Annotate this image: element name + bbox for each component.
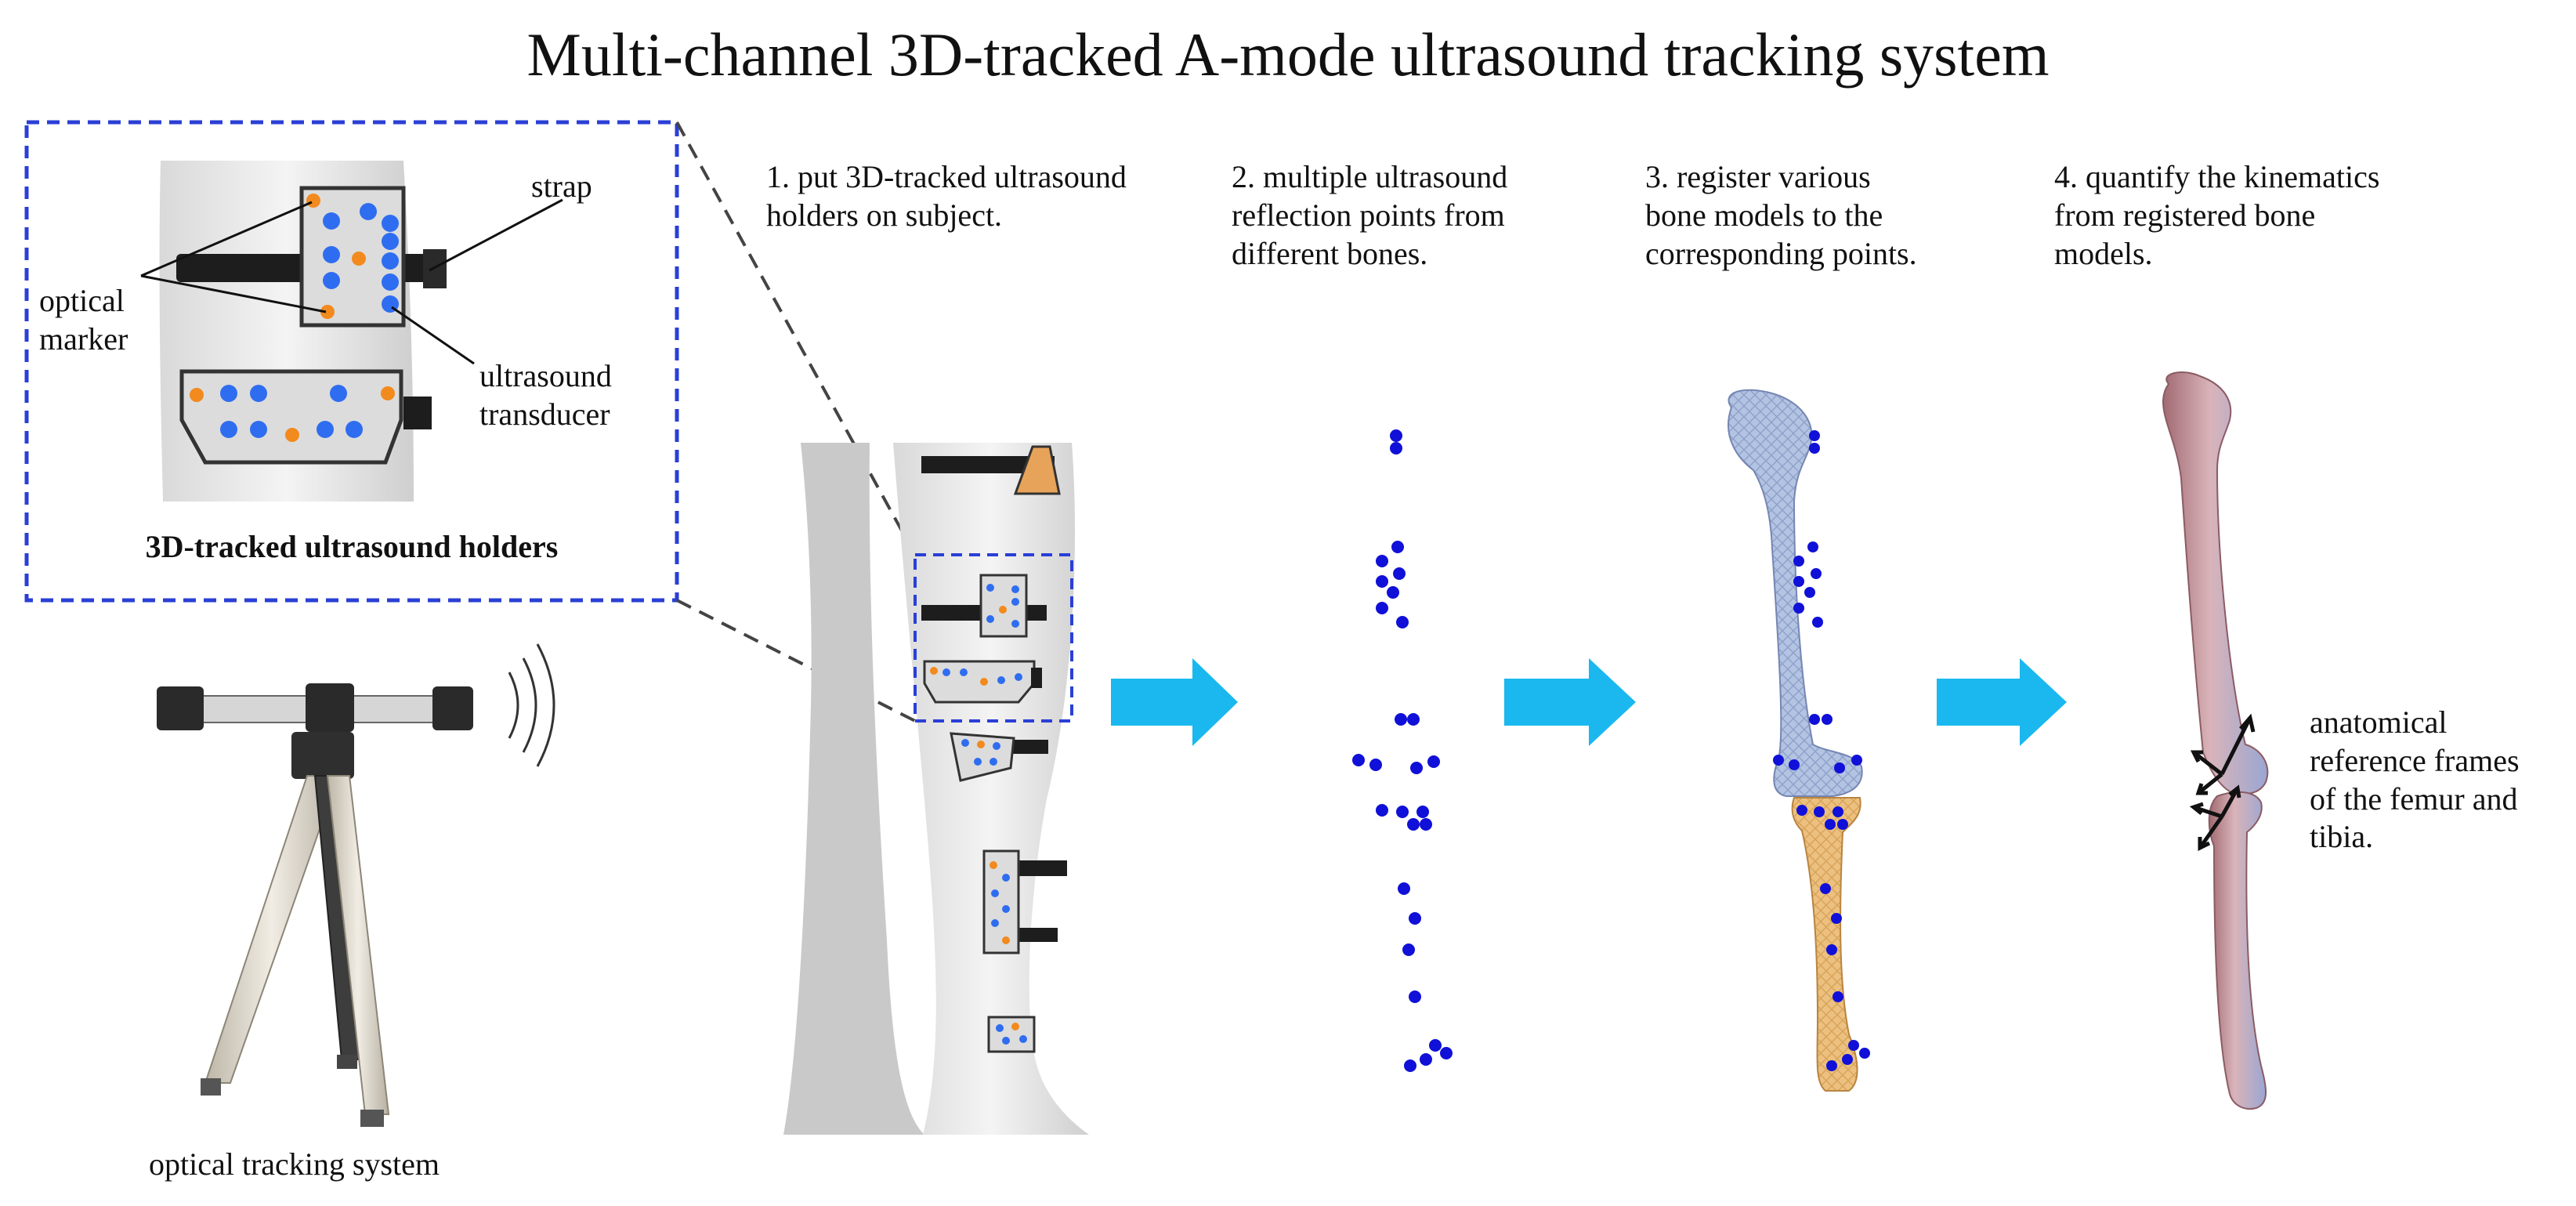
page-title: Multi-channel 3D-tracked A-mode ultrasou… — [526, 20, 2050, 89]
tibia-reference-frame — [2189, 784, 2241, 852]
label-ultrasound-transducer: ultrasound transducer — [479, 358, 612, 432]
step-2-text: 2. multiple ultrasound reflection points… — [1232, 159, 1508, 271]
registered-points — [1773, 430, 1870, 1071]
kinematics-bone-model — [2162, 371, 2269, 1110]
inset-strap-bottom — [403, 397, 432, 429]
step-4-text: 4. quantify the kinematics from register… — [2054, 159, 2380, 271]
leader-marker-1 — [140, 201, 313, 277]
label-optical-marker: optical marker — [39, 283, 128, 357]
tracker-caption: optical tracking system — [149, 1146, 440, 1182]
inset-holder-bottom — [179, 369, 403, 465]
flow-arrow-3 — [1937, 658, 2067, 746]
leg-zoom-box — [914, 553, 1073, 723]
step-3-text: 3. register various bone models to the c… — [1645, 159, 1917, 271]
reflection-points — [1352, 429, 1453, 1072]
leader-strap — [429, 198, 563, 272]
inset-holder-bottom-dots — [190, 385, 395, 442]
zoom-line-top — [675, 121, 917, 556]
zoom-line-bottom — [676, 599, 916, 723]
leg-image — [783, 443, 1089, 1135]
inset-dashed-box — [24, 120, 679, 603]
leader-transducer — [391, 306, 475, 365]
inset-holder-top-dots — [306, 194, 399, 319]
flow-arrow-2 — [1504, 658, 1636, 746]
inset-caption: 3D-tracked ultrasound holders — [145, 529, 559, 564]
label-strap: strap — [531, 168, 592, 204]
femur-reference-frame — [2190, 713, 2256, 795]
wireless-signal-icon — [508, 643, 555, 767]
step-1-text: 1. put 3D-tracked ultrasound holders on … — [766, 159, 1127, 233]
leader-marker-2 — [140, 274, 327, 313]
reference-frames-label: anatomical reference frames of the femur… — [2310, 704, 2520, 855]
leg-holders — [921, 445, 1067, 1053]
registered-bone-models — [1728, 389, 1863, 1092]
flow-arrow-1 — [1111, 658, 1238, 746]
holders-inset — [24, 120, 679, 603]
optical-tracker-image — [157, 683, 473, 1127]
